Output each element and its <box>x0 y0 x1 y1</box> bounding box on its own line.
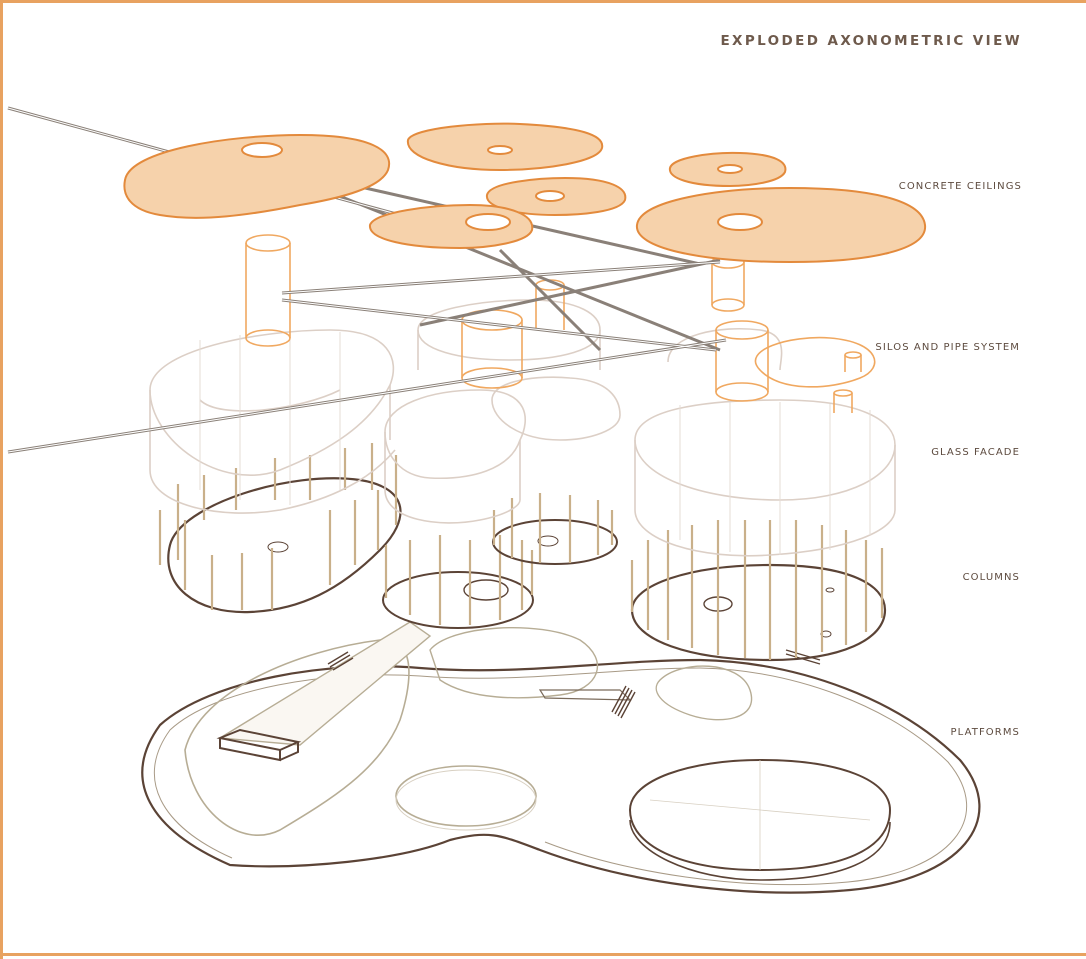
platform-outer-ramp <box>141 658 981 894</box>
columns-right <box>630 520 884 660</box>
column-base-center <box>382 571 534 629</box>
platforms-layer <box>141 621 981 894</box>
ceiling-right <box>635 186 927 264</box>
column-base-left <box>167 477 402 614</box>
platform-left-inner <box>184 639 410 836</box>
frame-bottom <box>0 953 1086 956</box>
glass-center <box>384 389 526 480</box>
label-platforms: PLATFORMS <box>950 727 1020 738</box>
label-silos-and-pipe-system: SILOS AND PIPE SYSTEM <box>875 342 1020 353</box>
platform-right-small <box>655 665 753 721</box>
label-concrete-ceilings: CONCRETE CEILINGS <box>898 181 1022 192</box>
frame-top <box>0 0 1086 3</box>
columns-left <box>158 443 398 610</box>
label-glass-facade: GLASS FACADE <box>931 447 1020 458</box>
frame-left <box>0 0 3 959</box>
label-columns: COLUMNS <box>962 572 1020 583</box>
platform-ramp <box>217 621 432 746</box>
glass-upper-center <box>417 299 601 361</box>
glass-right <box>634 399 896 501</box>
ceiling-left <box>123 133 391 219</box>
glass-left <box>149 329 395 476</box>
columns-center <box>384 535 534 625</box>
column-base-right <box>630 563 887 662</box>
platform-center-oval <box>395 765 537 827</box>
concrete-ceilings-layer <box>123 122 927 264</box>
stair-box <box>216 728 302 762</box>
drawing-title: EXPLODED AXONOMETRIC VIEW <box>720 33 1022 49</box>
columns-layer <box>158 443 887 662</box>
silos <box>245 234 876 413</box>
platform-middle <box>429 627 599 699</box>
columns-upper <box>492 493 614 563</box>
platform-right-oval <box>628 758 892 872</box>
